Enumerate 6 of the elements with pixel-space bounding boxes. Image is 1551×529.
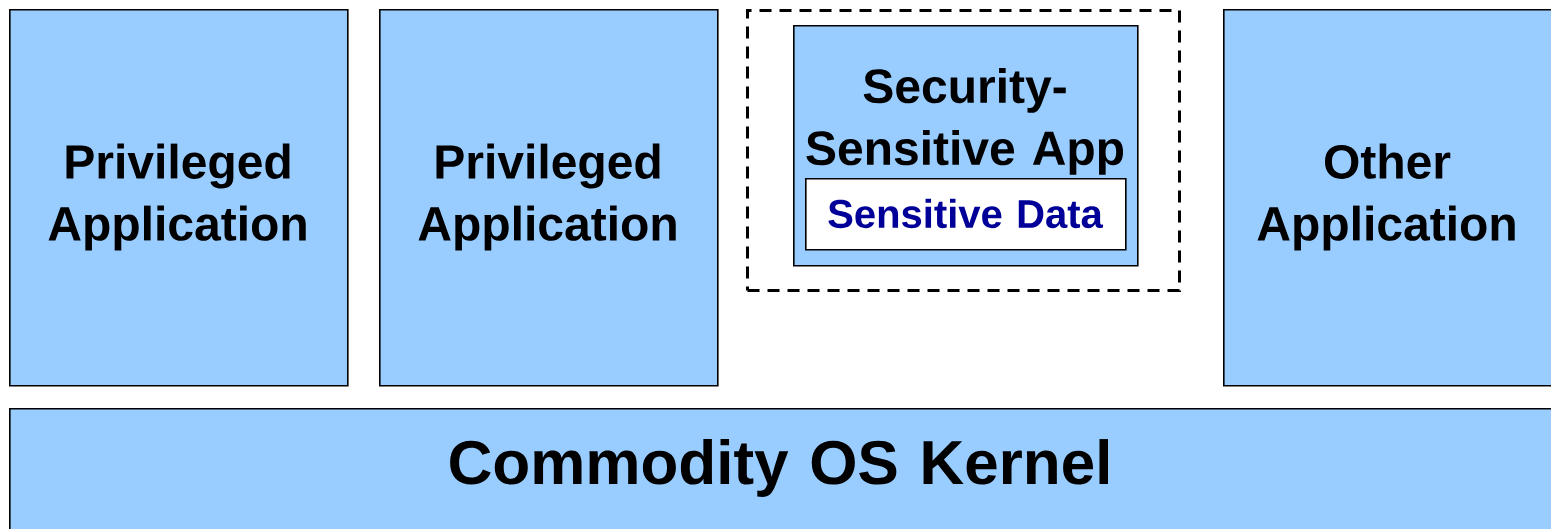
application-box: Privileged Application [9, 9, 349, 387]
application-box: Privileged Application [379, 9, 719, 387]
data-box: Sensitive Data [805, 178, 1127, 251]
dashed-boundary-box [746, 9, 1181, 292]
application-box: Other Application [1223, 9, 1551, 387]
kernel-band: Commodity OS Kernel [9, 408, 1551, 529]
